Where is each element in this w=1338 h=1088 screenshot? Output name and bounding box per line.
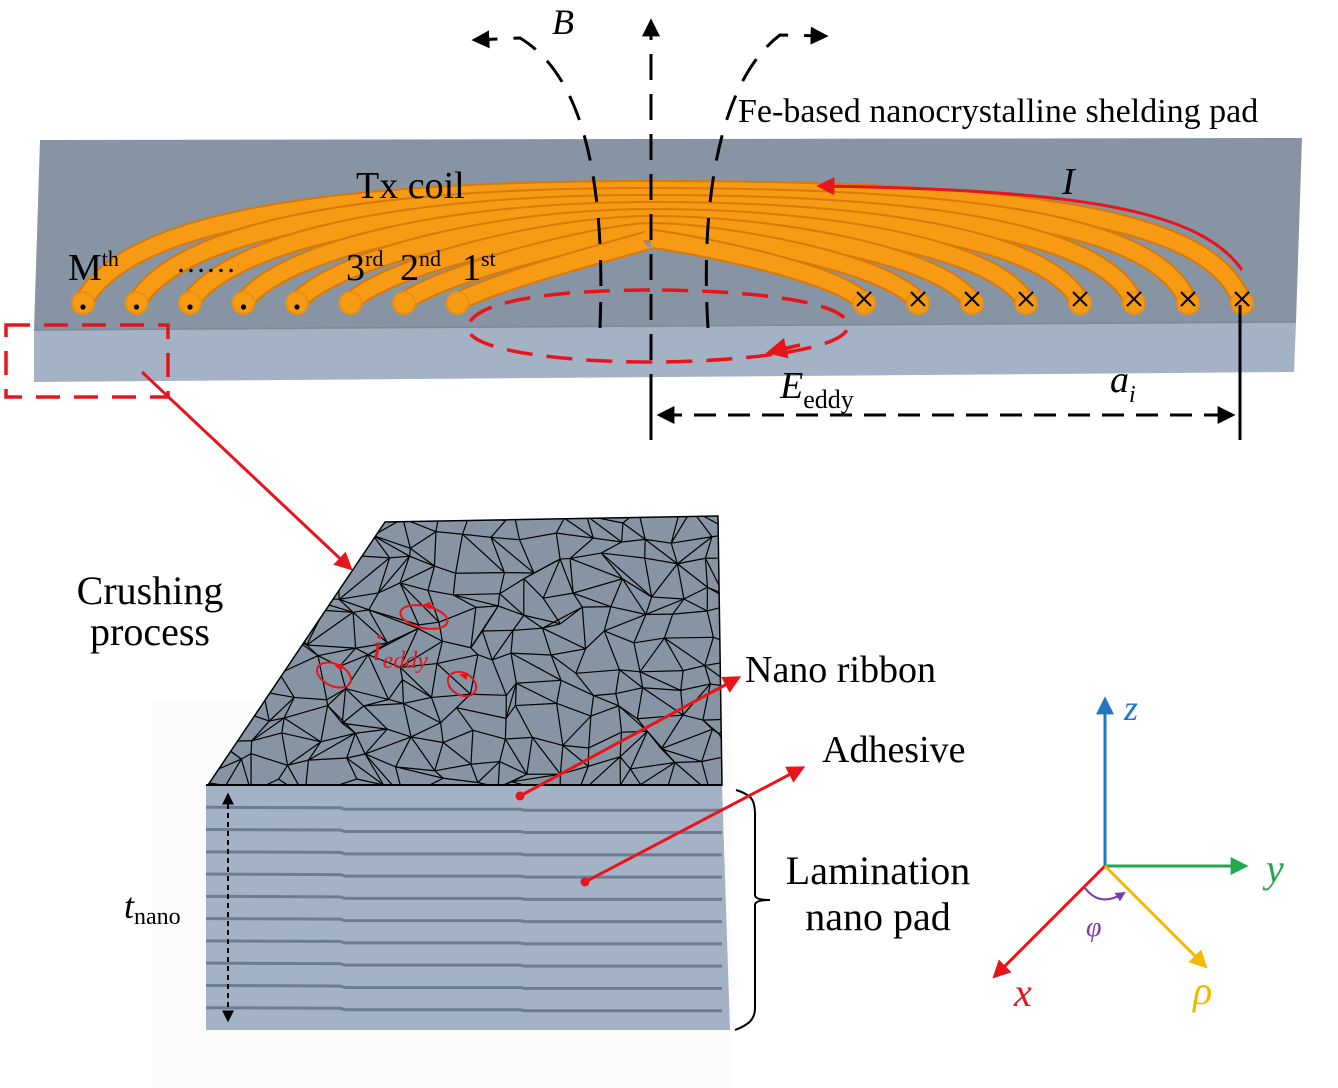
crushing-label-line1: Crushing	[77, 568, 224, 613]
x-axis	[992, 864, 1107, 979]
nano-ribbon-crushed	[206, 515, 723, 786]
coil-terminal	[1176, 291, 1200, 315]
current-out-dot-icon	[80, 304, 86, 310]
b-field-right-line	[704, 26, 829, 329]
adhesive-pointer-dot	[580, 877, 590, 887]
pad-front-face	[34, 322, 1296, 382]
nano-ribbon-pointer-dot	[515, 791, 525, 801]
adhesive-layer	[206, 917, 722, 924]
current-in-cross-icon	[1234, 291, 1250, 307]
coil-terminal	[1068, 291, 1092, 315]
rho-axis-label: ρ	[1191, 968, 1212, 1013]
coil-terminal	[338, 291, 363, 315]
radius-label: ai	[1110, 359, 1136, 408]
turn-m-label: Mth	[68, 246, 119, 289]
current-arrow	[816, 177, 1244, 271]
turn-3-label: 3rd	[346, 246, 383, 289]
adhesive-pointer	[584, 766, 806, 884]
coil-terminal	[124, 291, 149, 315]
current-in-cross-icon	[1180, 291, 1196, 307]
adhesive-layers	[206, 805, 722, 1013]
tx-coil-label: Tx coil	[356, 165, 465, 207]
coil-terminal	[1014, 291, 1038, 315]
b-field-left-line	[471, 30, 603, 329]
coil-terminal	[71, 291, 95, 315]
coil-terminal	[231, 291, 256, 315]
coil-terminal	[852, 291, 876, 315]
current-out-dot-icon	[294, 304, 300, 310]
adhesive-layer	[206, 872, 722, 879]
current-in-cross-icon	[1126, 291, 1142, 307]
nano-ribbon-label: Nano ribbon	[745, 649, 936, 691]
turn-ellipsis: ……	[176, 246, 236, 279]
crushing-label-line2: process	[90, 609, 210, 654]
current-out-dot-icon	[240, 304, 247, 310]
current-out-dot-icon	[133, 304, 140, 310]
coil-terminal	[445, 291, 470, 315]
adhesive-layer	[206, 939, 722, 946]
turn-2-label: 2nd	[400, 246, 441, 289]
coil-terminal	[285, 291, 309, 315]
b-field-label: B	[552, 2, 574, 42]
coil-terminal	[178, 291, 202, 315]
coil-terminal	[392, 291, 416, 315]
adhesive-layer	[206, 805, 722, 812]
current-in-cross-icon	[1072, 291, 1088, 307]
adhesive-layer	[206, 961, 722, 968]
turn-labels: Mth …… 3rd 2nd 1st	[68, 246, 496, 289]
radius-dimension	[649, 305, 1242, 440]
lamination-stack	[206, 784, 730, 1030]
eddy-field-loop	[466, 288, 850, 364]
rho-axis	[1103, 864, 1208, 969]
coil-terminal	[1230, 291, 1254, 315]
coil-terminal	[960, 291, 984, 315]
current-in-cross-icon	[910, 291, 926, 307]
coordinate-axes	[992, 696, 1249, 979]
adhesive-layer	[206, 850, 722, 857]
lamination-body	[206, 785, 730, 1030]
zoom-region-box	[4, 323, 170, 399]
pad-title-label: Fe-based nanocrystalline shelding pad	[738, 93, 1258, 130]
adhesive-layer	[206, 1006, 722, 1013]
t-nano-label: tnano	[124, 886, 181, 930]
adhesive-label: Adhesive	[822, 729, 966, 771]
lamination-label-line1: Lamination	[786, 848, 970, 893]
current-in-cross-icon	[1018, 291, 1034, 307]
lamination-bracket	[734, 789, 771, 1031]
e-eddy-label: Eeddy	[779, 365, 854, 414]
coil-terminal	[1122, 291, 1146, 315]
current-label: I	[1061, 161, 1077, 203]
i-eddy-label: ieddy	[372, 627, 428, 674]
phi-arc	[1084, 887, 1126, 902]
phi-label: φ	[1086, 912, 1102, 943]
x-axis-label: x	[1013, 970, 1032, 1015]
adhesive-layer	[206, 894, 722, 901]
z-axis-label: z	[1123, 688, 1138, 728]
lamination-label-line2: nano pad	[805, 894, 951, 939]
coil-terminal	[906, 291, 930, 315]
eddy-current-loops	[316, 601, 478, 698]
current-in-cross-icon	[856, 291, 872, 307]
adhesive-layer	[206, 983, 722, 990]
current-out-dot-icon	[187, 304, 193, 310]
y-axis-label: y	[1262, 846, 1284, 891]
current-in-cross-icon	[964, 291, 980, 307]
nano-ribbon-pointer	[519, 676, 742, 798]
adhesive-layer	[206, 828, 722, 835]
zoom-selection	[4, 323, 353, 571]
turn-1-label: 1st	[462, 246, 496, 289]
magnetic-field-lines	[471, 18, 829, 440]
zoom-arrow	[140, 370, 353, 571]
